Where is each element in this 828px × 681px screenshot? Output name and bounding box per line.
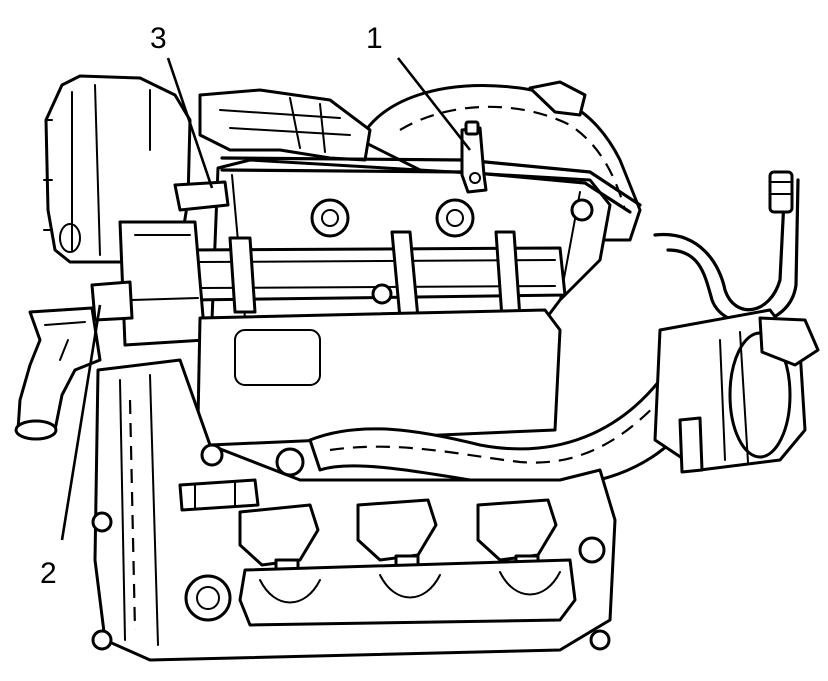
- callout-label-3: 3: [150, 22, 167, 55]
- callout-1-leader: [396, 57, 472, 151]
- callout-label-2: 2: [40, 557, 57, 590]
- coil-cover: [238, 558, 577, 627]
- callout-label-1: 1: [366, 22, 383, 55]
- sensor-bracket-left: [90, 180, 230, 347]
- callout-3-leader: [166, 57, 214, 189]
- harness-connector: [178, 443, 260, 512]
- callout-2-leader: [60, 304, 102, 541]
- block-bolts: [91, 447, 611, 651]
- vent-hose: [653, 170, 800, 325]
- fuel-rail: [220, 156, 642, 214]
- coolant-outlet-pipe: [14, 306, 102, 441]
- valve-cover-middle: [196, 308, 562, 447]
- throttle-body: [653, 308, 820, 474]
- component-1-sensor: [460, 120, 488, 194]
